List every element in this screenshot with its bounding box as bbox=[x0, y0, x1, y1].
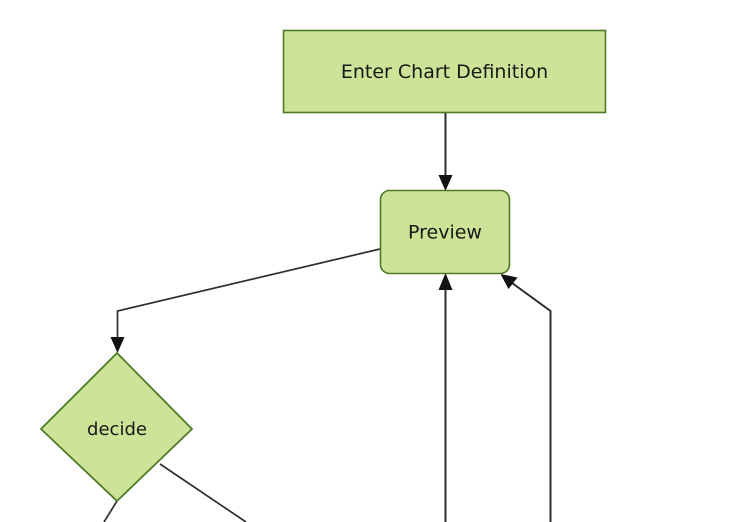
node-label-enter-chart-definition: Enter Chart Definition bbox=[341, 61, 548, 83]
edge-line bbox=[159, 463, 247, 522]
arrowhead-icon bbox=[110, 337, 125, 353]
arrowhead-icon bbox=[500, 274, 518, 289]
edge-preview-to-decide[interactable] bbox=[110, 248, 381, 353]
edge-decide-out-left[interactable] bbox=[103, 500, 118, 522]
edge-line bbox=[103, 500, 118, 522]
node-rectangle bbox=[282, 29, 607, 114]
node-layer: Enter Chart Definition Preview decide bbox=[39, 29, 607, 503]
edge-line bbox=[116, 248, 381, 345]
arrowhead-icon bbox=[438, 175, 453, 191]
edge-loop-center-to-preview[interactable] bbox=[438, 273, 453, 522]
node-diamond bbox=[39, 351, 194, 503]
node-decide[interactable]: decide bbox=[39, 351, 194, 503]
node-rounded-rectangle bbox=[379, 189, 511, 275]
edge-layer bbox=[103, 113, 552, 522]
edge-decide-out-right[interactable] bbox=[159, 463, 247, 522]
node-label-decide: decide bbox=[87, 419, 147, 440]
node-enter-chart-definition[interactable]: Enter Chart Definition bbox=[282, 29, 607, 114]
edge-loop-right-to-preview[interactable] bbox=[500, 274, 552, 522]
edge-line bbox=[507, 279, 552, 522]
edge-enter-to-preview[interactable] bbox=[438, 113, 453, 191]
arrowhead-icon bbox=[438, 273, 453, 290]
node-preview[interactable]: Preview bbox=[379, 189, 511, 275]
node-label-preview: Preview bbox=[408, 222, 482, 244]
